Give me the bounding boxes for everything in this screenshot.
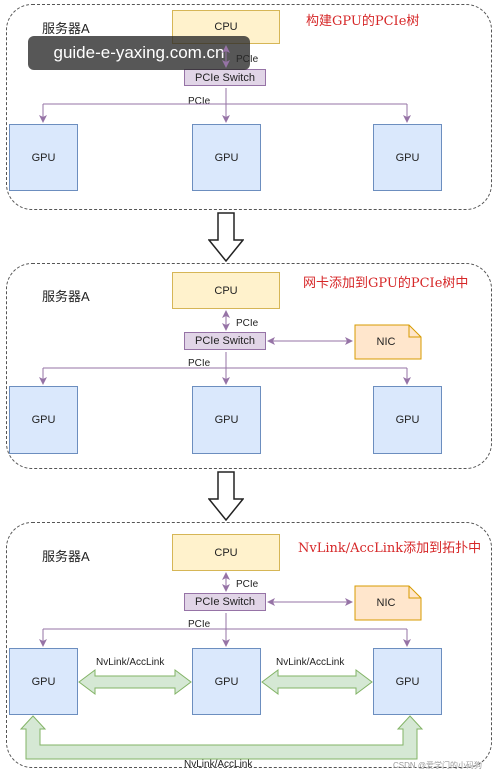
server-label-1: 服务器A <box>42 21 90 36</box>
panel-title-2: 网卡添加到GPU的PCIe树中 <box>303 276 469 291</box>
gpu-box-2-2: GPU <box>192 386 261 454</box>
down-arrow-icon-2 <box>208 471 244 521</box>
gpu-box-1-1: GPU <box>9 124 78 191</box>
pcie-label-top-3: PCIe <box>236 579 259 590</box>
down-arrow-icon-1 <box>208 212 244 262</box>
nvlink-arrow-right <box>261 669 373 695</box>
server-panel-2 <box>6 263 492 469</box>
gpu-box-2-1: GPU <box>9 386 78 454</box>
nic-box-3 <box>354 585 422 621</box>
nic-label-3: NIC <box>376 597 396 609</box>
nic-label-2: NIC <box>376 336 396 348</box>
nvlink-label-right: NvLink/AccLink <box>276 657 345 668</box>
nic-box-2 <box>354 324 422 360</box>
server-panel-3 <box>6 522 492 768</box>
pcie-label-bus-2: PCIe <box>188 358 211 369</box>
nvlink-label-left: NvLink/AccLink <box>96 657 165 668</box>
pcie-label-bus-3: PCIe <box>188 619 211 630</box>
cpu-box-2: CPU <box>172 272 280 309</box>
nvlink-arrow-left <box>78 669 192 695</box>
server-label-2: 服务器A <box>42 289 90 304</box>
gpu-box-1-3: GPU <box>373 124 442 191</box>
pcie-label-bus-1: PCIe <box>188 96 211 107</box>
nvlink-arrow-bottom <box>19 715 424 760</box>
gpu-box-3-2: GPU <box>192 648 261 715</box>
nvlink-label-bottom: NvLink/AccLink <box>184 759 253 770</box>
gpu-box-3-1: GPU <box>9 648 78 715</box>
gpu-box-2-3: GPU <box>373 386 442 454</box>
panel-title-3: NvLink/AccLink添加到拓扑中 <box>298 541 482 556</box>
watermark: guide-e-yaxing.com.cn <box>28 36 250 70</box>
server-panel-1 <box>6 4 492 210</box>
gpu-box-3-3: GPU <box>373 648 442 715</box>
pcie-switch-2: PCIe Switch <box>184 332 266 350</box>
cpu-box-3: CPU <box>172 534 280 571</box>
server-label-3: 服务器A <box>42 549 90 564</box>
credit-text: CSDN @爱学门的小码狗 <box>393 761 483 770</box>
pcie-switch-3: PCIe Switch <box>184 593 266 611</box>
gpu-box-1-2: GPU <box>192 124 261 191</box>
panel-title-1: 构建GPU的PCIe树 <box>306 14 420 29</box>
pcie-label-top-2: PCIe <box>236 318 259 329</box>
